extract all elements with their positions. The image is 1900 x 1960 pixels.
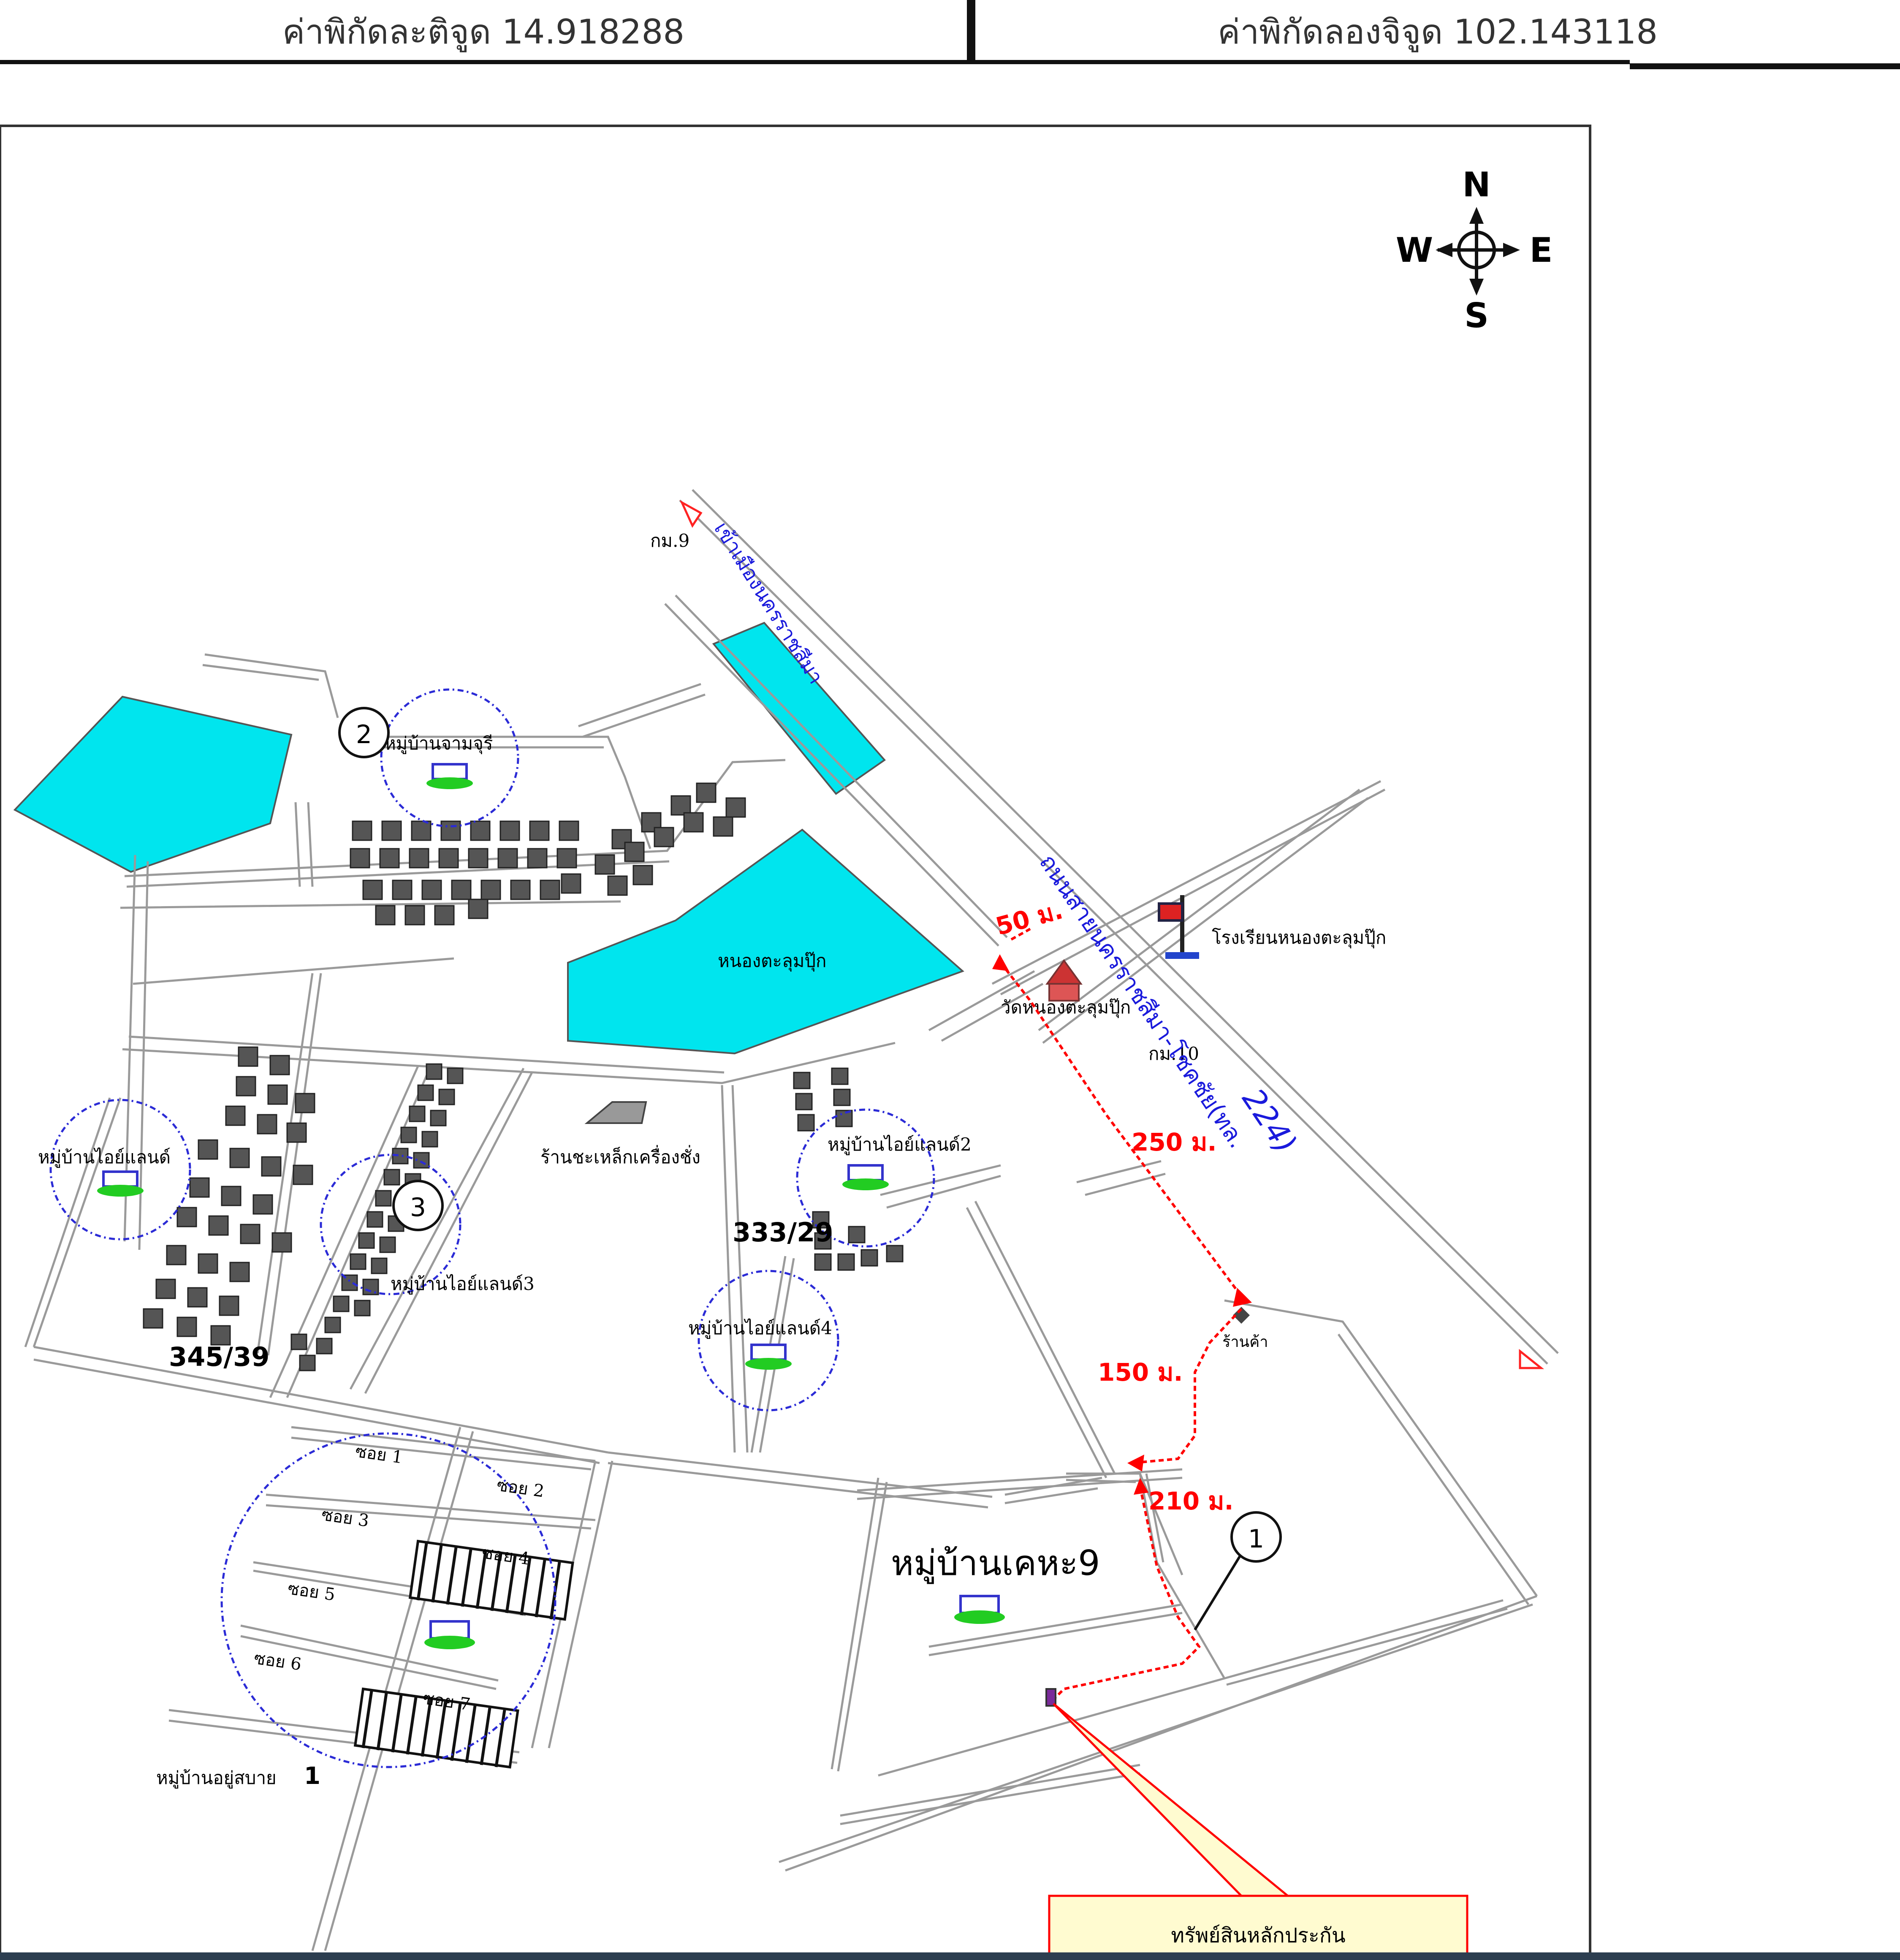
shop-label: ร้านค้า [1222, 1333, 1268, 1351]
water-pond-main [567, 828, 964, 1055]
marker-3: 3 [392, 1180, 444, 1231]
marker-1-label: 1 [1248, 1524, 1264, 1554]
compass-w: W [1396, 231, 1433, 270]
map-border [0, 125, 1591, 1960]
compass-s: S [1464, 296, 1489, 335]
compass-n: N [1463, 165, 1491, 204]
village-bottom-number: 1 [304, 1762, 320, 1790]
water-pond-west [13, 695, 293, 873]
header-divider-vertical [967, 0, 975, 64]
address-345-label: 345/39 [169, 1341, 269, 1372]
warehouse-icon [584, 1101, 647, 1124]
marker-2-label: 2 [356, 720, 372, 749]
highway-number-label: 224) [1235, 1082, 1304, 1160]
distance-50: 50 ม. [993, 896, 1066, 941]
village-house-icons [97, 763, 1005, 1649]
callout-pointer [1053, 1703, 1291, 1897]
shop-icon [1233, 1307, 1250, 1324]
marker-2: 2 [338, 707, 390, 758]
water-pond-north [712, 622, 886, 795]
km10-label: กม.10 [1148, 1043, 1199, 1064]
soi-1-label: ซอย 1 [354, 1441, 404, 1467]
header-divider-left [0, 60, 967, 64]
village-1-label: หมู่บ้านไอย์แลนด์ [38, 1147, 171, 1168]
distance-150: 150 ม. [1098, 1358, 1183, 1387]
soi-2-label: ซอย 2 [496, 1475, 546, 1501]
km9-label: กม.9 [650, 530, 689, 551]
compass-rose: N S E W [1396, 165, 1553, 335]
longitude-label: ค่าพิกัดลองจิจูด 102.143118 [1217, 12, 1658, 52]
village-circles [49, 688, 935, 1768]
village-2-label: หมู่บ้านจามจุรี [384, 733, 493, 755]
collateral-label: ทรัพย์สินหลักประกัน [1171, 1924, 1345, 1947]
main-village-label: หมู่บ้านเคหะ9 [891, 1543, 1100, 1584]
bottom-edge-bar [0, 1952, 1900, 1960]
village-4-label: หมู่บ้านไอย์แลนด์4 [688, 1318, 832, 1339]
collateral-marker-icon [1045, 1688, 1056, 1707]
flag-icon [1158, 895, 1199, 959]
route-arrows [992, 954, 1252, 1495]
address-333-label: 333/29 [733, 1217, 833, 1248]
arrow-south-icon [1519, 1349, 1544, 1369]
temple-label: วัดหนองตะลุมปุ๊ก [1001, 997, 1131, 1018]
village-bottom-label: หมู่บ้านอยู่สบาย [156, 1767, 277, 1789]
marker-3-label: 3 [410, 1193, 426, 1222]
road-network [24, 489, 1559, 1951]
compass-e: E [1530, 231, 1553, 270]
soi-6-label: ซอย 6 [253, 1648, 303, 1674]
house-blocks [143, 782, 904, 1371]
arrow-north-icon [679, 500, 703, 528]
header-divider-right [975, 60, 1630, 64]
route-path [999, 928, 1243, 1699]
marker-1: 1 [1194, 1511, 1282, 1631]
header-divider-right-tail [1630, 63, 1900, 69]
village-2b-label: หมู่บ้านไอย์แลนด์2 [828, 1134, 972, 1155]
row-houses [353, 1539, 574, 1769]
school-label: โรงเรียนหนองตะลุมปุ๊ก [1212, 927, 1386, 949]
pond-label: หนองตะลุมปุ๊ก [718, 950, 826, 972]
distance-250: 250 ม. [1132, 1128, 1217, 1156]
collateral-callout [1048, 1895, 1468, 1960]
distance-210: 210 ม. [1148, 1487, 1234, 1515]
scales-shop-label: ร้านชะเหล็กเครื่องชั่ง [540, 1145, 700, 1167]
soi-3-label: ซอย 3 [320, 1505, 370, 1531]
temple-icon [1045, 959, 1083, 1002]
latitude-label: ค่าพิกัดละติจูด 14.918288 [282, 12, 685, 52]
village-3-label: หมู่บ้านไอย์แลนด์3 [391, 1273, 535, 1295]
coordinate-header: ค่าพิกัดละติจูด 14.918288 ค่าพิกัดลองจิจ… [0, 0, 1900, 69]
